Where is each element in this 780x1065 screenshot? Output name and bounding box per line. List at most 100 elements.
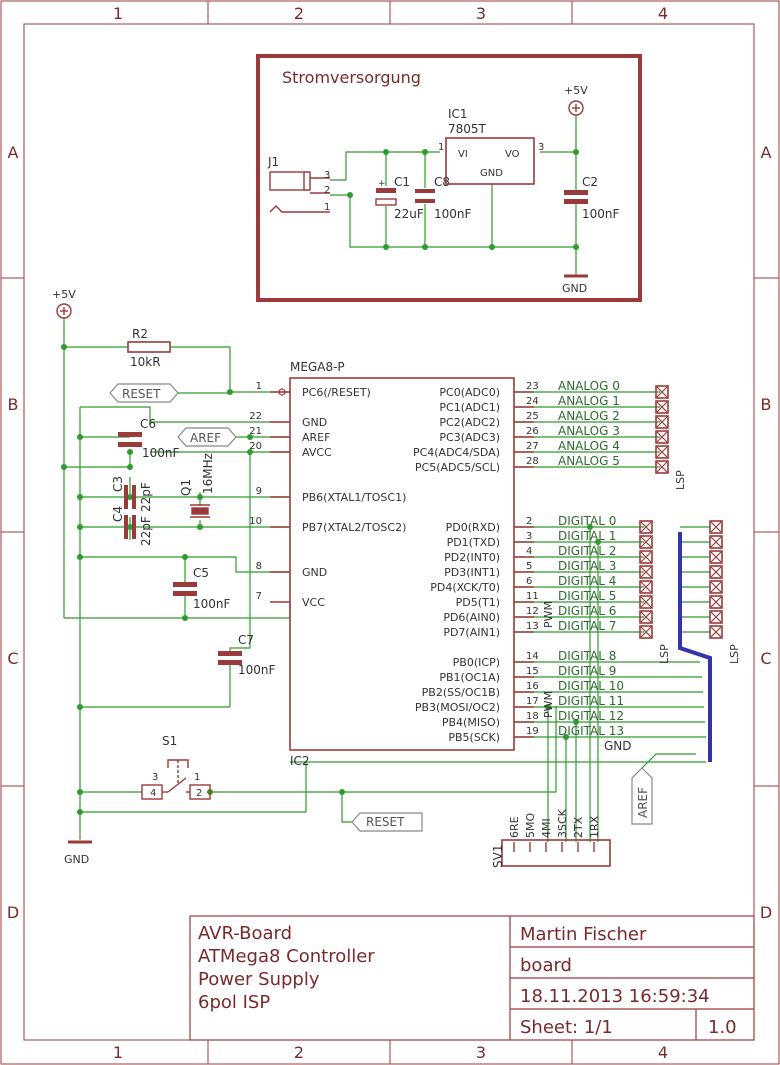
svg-text:AREF: AREF (190, 431, 221, 445)
c2-value: 100nF (582, 207, 620, 221)
capacitor-c2 (564, 190, 588, 204)
analog-connector-label: LSP (674, 470, 687, 490)
ic-pin-label: PB5(SCK) (448, 731, 500, 744)
ic-pin-label: PC5(ADC5/SCL) (415, 461, 500, 474)
pwm-label: PWM (542, 691, 555, 718)
ic-pin-label: PC2(ADC2) (439, 416, 500, 429)
reg-pin-vi: VI (458, 149, 468, 160)
author: Martin Fischer (520, 924, 647, 945)
ic-pin-number: 26 (526, 426, 539, 437)
revision: 1.0 (708, 1017, 737, 1038)
ic-pin-label: PD2(INT0) (444, 551, 500, 564)
ic-pin-label: PB6(XTAL1/TOSC1) (302, 491, 406, 504)
col-label-top: 1 (113, 4, 123, 23)
c7-value: 100nF (238, 663, 276, 677)
ic-pin-label: PB3(MOSI/OC2) (415, 701, 500, 714)
c3-name: C3 (111, 476, 125, 492)
connector-pad (655, 415, 669, 429)
junctions (61, 344, 601, 815)
gnd-net-label: GND (604, 739, 632, 753)
resistor-r2 (127, 341, 171, 353)
ic-pin-label: PC1(ADC1) (439, 401, 500, 414)
connector-pad-mark (656, 386, 668, 398)
ic-pin-number: 2 (526, 516, 532, 527)
c1-value: 22uF (394, 207, 424, 221)
capacitor-c1: + (375, 179, 397, 206)
title-block (189, 915, 755, 1041)
connector-pad-mark (710, 566, 722, 578)
connector-pad (709, 550, 723, 564)
ic-pin-label: GND (302, 566, 327, 579)
net-label: DIGITAL 6 (558, 604, 616, 618)
ic-pin-label: PD6(AIN0) (443, 611, 500, 624)
ic-pin-number: 22 (249, 411, 262, 422)
date: 18.11.2013 16:59:34 (520, 986, 710, 1007)
aref-flag: AREF (177, 427, 237, 447)
connector-pad (639, 550, 653, 564)
jack-label: J1 (267, 155, 279, 169)
ic-pin-label: PD3(INT1) (444, 566, 500, 579)
ic-pin-label: AREF (302, 431, 330, 444)
connector-pad (639, 580, 653, 594)
net-label: DIGITAL 1 (558, 529, 616, 543)
s1-pin: 1 (194, 772, 200, 783)
ic-pin-number: 3 (526, 531, 532, 542)
ic-pin-label: PD4(XCK/T0) (430, 581, 500, 594)
connector-pad-mark (656, 401, 668, 413)
power-title: Stromversorgung (282, 68, 421, 87)
aref-flag-vertical: AREF (631, 767, 653, 825)
c8-value: 100nF (434, 207, 472, 221)
connector-pad (655, 400, 669, 414)
net-label: DIGITAL 3 (558, 559, 616, 573)
row-label-right: B (761, 395, 772, 414)
vcc-label-main: +5V (52, 288, 76, 301)
ic-pin-number: 18 (526, 711, 539, 722)
capacitor-c6 (118, 432, 142, 447)
ic-pin-number: 19 (526, 726, 539, 737)
pwm-label: PWM (542, 601, 555, 628)
ic-pin-number: 10 (249, 516, 262, 527)
s1-pin: 3 (152, 772, 158, 783)
ic-pin-label: PB0(ICP) (453, 656, 500, 669)
isp-name: SV1 (491, 845, 505, 868)
svg-text:RESET: RESET (122, 387, 161, 401)
row-label-left: B (8, 395, 19, 414)
ic-pin-number: 17 (526, 696, 539, 707)
connector-pad-mark (640, 566, 652, 578)
ic-pin-label: PC0(ADC0) (439, 386, 500, 399)
net-label: DIGITAL 4 (558, 574, 616, 588)
net-label: DIGITAL 12 (558, 709, 624, 723)
ic-pin-number: 14 (526, 651, 539, 662)
ic-pin-number: 20 (249, 441, 262, 452)
drawing-name: board (520, 955, 572, 976)
ic-pin-number: 25 (526, 411, 539, 422)
dc-jack-j1 (269, 171, 330, 213)
ic-pin-label: PD5(T1) (456, 596, 500, 609)
sheet: Sheet: 1/1 (520, 1017, 613, 1038)
net-label: DIGITAL 5 (558, 589, 616, 603)
reset-flag: RESET (109, 383, 179, 403)
ic-pin-number: 4 (526, 546, 532, 557)
c6-value: 100nF (142, 446, 180, 460)
net-label: DIGITAL 9 (558, 664, 616, 678)
ic-pin-label: PD7(AIN1) (443, 626, 500, 639)
ic-pin-number: 15 (526, 666, 539, 677)
connector-pad (655, 430, 669, 444)
col-label-bottom: 4 (658, 1043, 668, 1062)
connector-pad (639, 610, 653, 624)
row-label-left: D (7, 903, 19, 922)
connector-pad (709, 625, 723, 639)
r2-value: 10kR (130, 355, 161, 369)
reg-pin-vo: VO (505, 149, 520, 160)
ic-ref: IC2 (290, 754, 310, 768)
row-label-right: D (760, 903, 772, 922)
s1-pin: 4 (150, 788, 156, 799)
analog-connector: LSP (655, 385, 687, 490)
c7-name: C7 (238, 633, 254, 647)
capacitor-c7 (218, 651, 242, 665)
crystal-q1 (190, 504, 210, 518)
row-label-left: A (8, 143, 19, 162)
reg-name: IC1 (448, 107, 468, 121)
